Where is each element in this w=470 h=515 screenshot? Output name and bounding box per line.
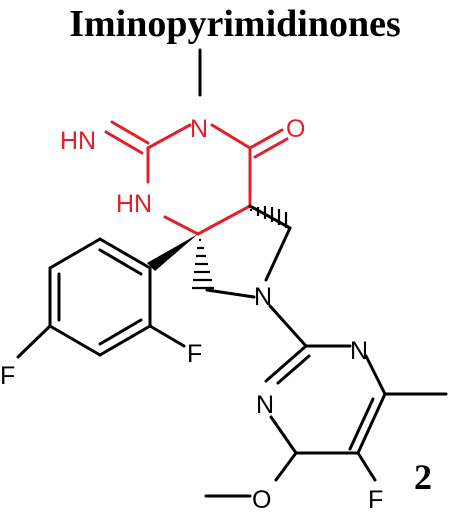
wedge-bond xyxy=(147,234,198,271)
pyrimidine-n1-label: N xyxy=(350,337,368,365)
carbonyl-o-label: O xyxy=(286,115,305,143)
pyrimidine-f-label: F xyxy=(368,486,383,514)
core-bonds xyxy=(104,120,289,236)
aryl-f-ortho-label: F xyxy=(187,340,202,368)
methoxy-o-label: O xyxy=(252,486,271,514)
hashed-bond-right xyxy=(250,206,288,228)
n-methyl-label: N xyxy=(190,115,208,143)
amide-nh-label: HN xyxy=(116,190,152,218)
pyrimidine-n2-label: N xyxy=(256,391,274,419)
imine-hn-label: HN xyxy=(60,127,96,155)
figure-title: Iminopyrimidinones xyxy=(69,3,401,45)
aryl-f-para-label: F xyxy=(0,362,15,390)
compound-number: 2 xyxy=(414,457,432,497)
atom-labels: HN N O HN N N N F F F O xyxy=(0,115,383,514)
skeleton-bonds xyxy=(16,48,448,498)
hashed-bond-left xyxy=(192,238,214,290)
pyrrolidine-n-label: N xyxy=(254,283,272,311)
